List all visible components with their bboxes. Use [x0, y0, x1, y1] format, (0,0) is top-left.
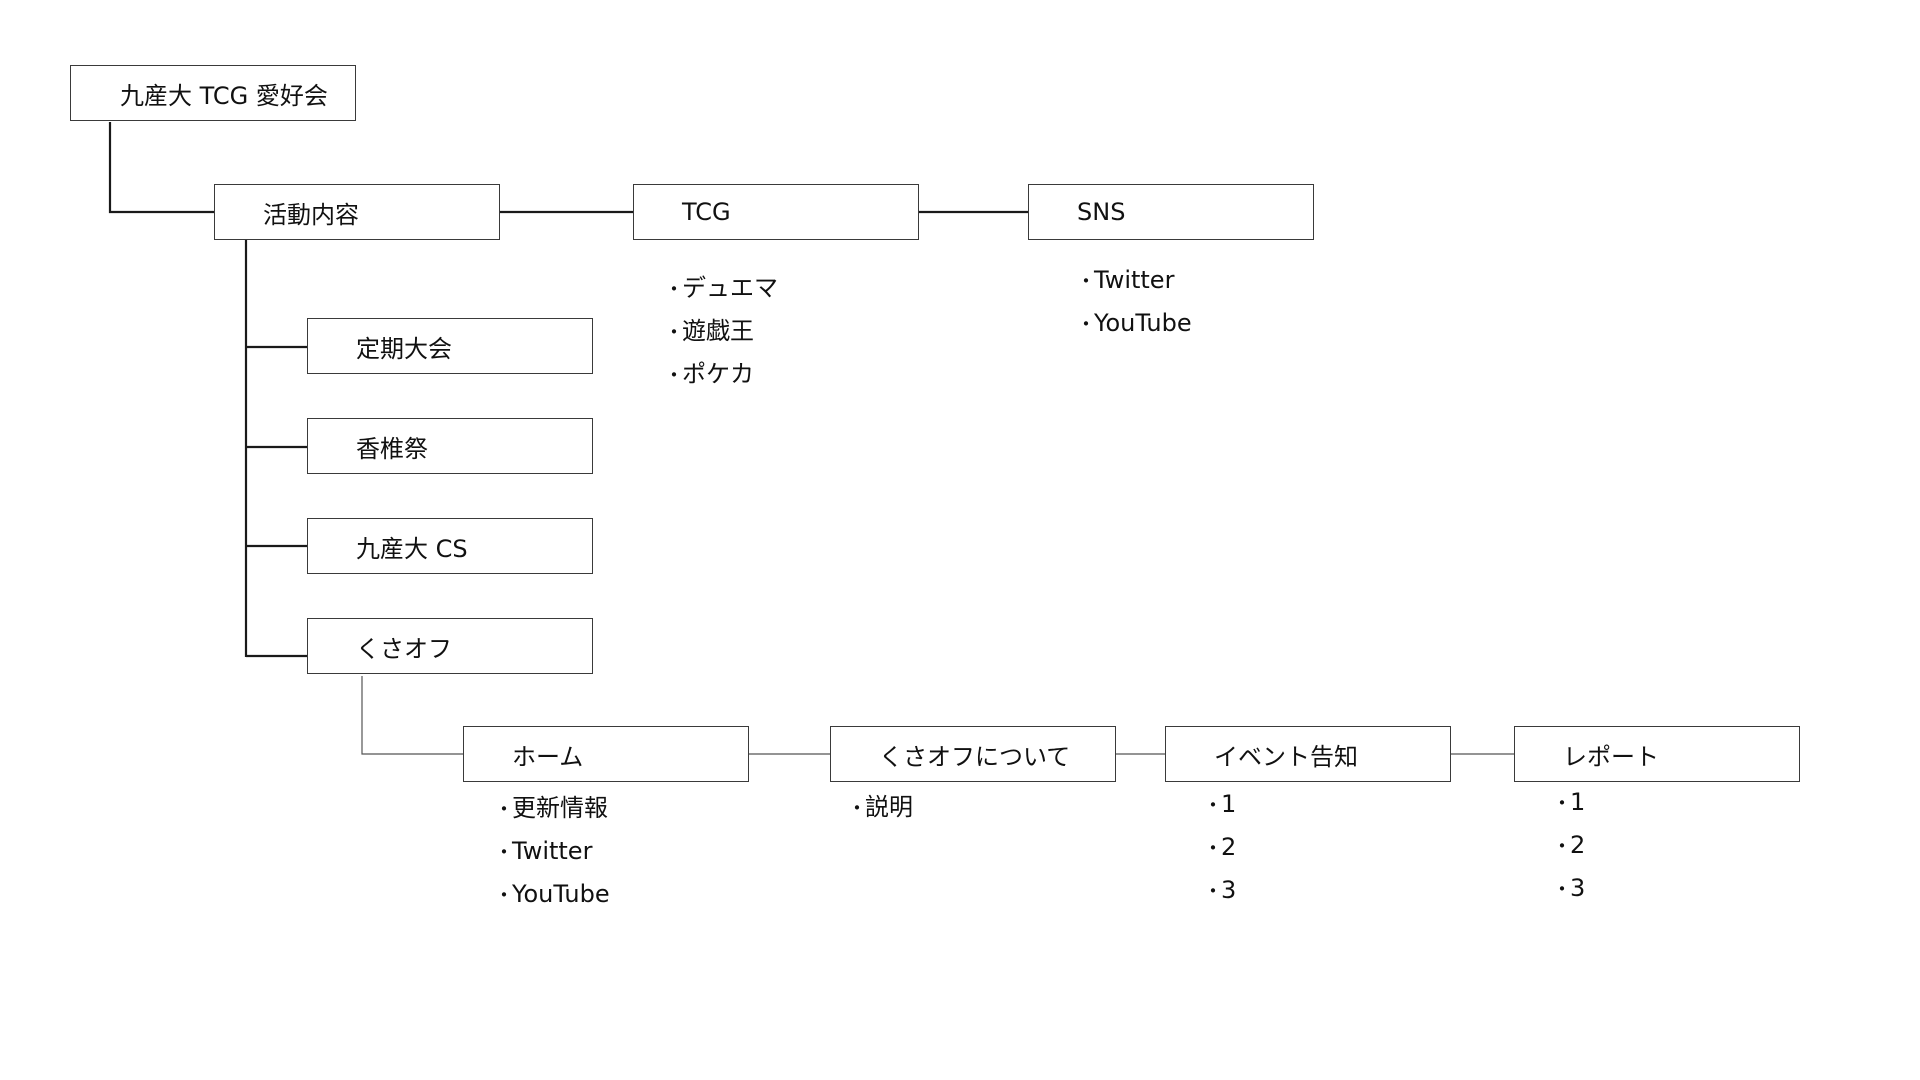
- node-tcg-label: TCG: [682, 198, 731, 226]
- list-item: 2: [1552, 824, 1585, 867]
- node-activities-label: 活動内容: [263, 200, 359, 229]
- list-item: 2: [1203, 826, 1236, 869]
- home-item-list: 更新情報 Twitter YouTube: [494, 787, 610, 916]
- list-item: 1: [1552, 781, 1585, 824]
- list-item: 遊戯王: [664, 310, 778, 353]
- node-label: 定期大会: [356, 334, 452, 363]
- list-item: YouTube: [494, 873, 610, 916]
- list-item: Twitter: [494, 830, 610, 873]
- node-teiki-taikai: 定期大会: [307, 318, 593, 374]
- node-tcg: TCG: [633, 184, 919, 240]
- node-kashii-sai: 香椎祭: [307, 418, 593, 474]
- event-item-list: 1 2 3: [1203, 783, 1236, 912]
- list-item: デュエマ: [664, 267, 778, 310]
- node-sns: SNS: [1028, 184, 1314, 240]
- node-kyusandai-cs: 九産大 CS: [307, 518, 593, 574]
- tcg-item-list: デュエマ 遊戯王 ポケカ: [664, 267, 778, 396]
- list-item: 更新情報: [494, 787, 610, 830]
- node-label: くさオフについて: [879, 742, 1071, 771]
- node-label: くさオフ: [356, 634, 452, 663]
- node-page-about: くさオフについて: [830, 726, 1116, 782]
- list-item: Twitter: [1076, 259, 1192, 302]
- list-item: 1: [1203, 783, 1236, 826]
- node-sns-label: SNS: [1077, 198, 1126, 226]
- list-item: ポケカ: [664, 353, 778, 396]
- list-item: YouTube: [1076, 302, 1192, 345]
- report-item-list: 1 2 3: [1552, 781, 1585, 910]
- connector-kusaoff-home: [361, 676, 463, 755]
- node-page-event: イベント告知: [1165, 726, 1451, 782]
- node-label: 香椎祭: [356, 434, 428, 463]
- sns-item-list: Twitter YouTube: [1076, 259, 1192, 345]
- connector-root-activities: [108, 122, 214, 214]
- node-label: イベント告知: [1214, 742, 1358, 771]
- node-root-label: 九産大 TCG 愛好会: [120, 81, 328, 110]
- list-item: 3: [1552, 867, 1585, 910]
- node-kusaoff: くさオフ: [307, 618, 593, 674]
- node-label: ホーム: [512, 742, 584, 771]
- node-root: 九産大 TCG 愛好会: [70, 65, 356, 121]
- node-activities: 活動内容: [214, 184, 500, 240]
- node-label: 九産大 CS: [356, 534, 468, 563]
- node-page-report: レポート: [1514, 726, 1800, 782]
- list-item: 3: [1203, 869, 1236, 912]
- node-label: レポート: [1563, 742, 1659, 771]
- node-page-home: ホーム: [463, 726, 749, 782]
- about-item-list: 説明: [847, 786, 913, 829]
- list-item: 説明: [847, 786, 913, 829]
